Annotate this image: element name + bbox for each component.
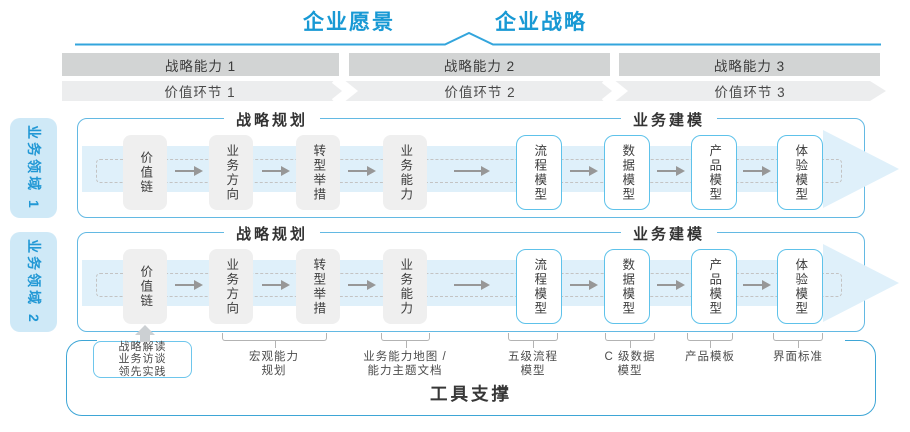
flow-arrow	[175, 280, 203, 290]
dashed-track	[96, 273, 842, 297]
planning-title: 战略规划	[223, 109, 321, 130]
flow-arrow	[262, 166, 290, 176]
capability-segment-3: 战略能力 3	[619, 53, 880, 76]
planning-title: 战略规划	[223, 223, 321, 244]
tool-support-container: 工具支撑	[66, 339, 876, 416]
annotation-data-model: C 级数据模型	[604, 351, 656, 377]
bracket-process-model	[508, 333, 558, 348]
vision-title: 企业愿景	[303, 11, 395, 34]
bracket-product-template	[687, 333, 733, 348]
annotation-capability-map: 业务能力地图 /能力主题文档	[363, 351, 447, 377]
flow-arrow	[175, 166, 203, 176]
domain-label-2: 业务领域 2	[10, 232, 57, 332]
tool-support-title: 工具支撑	[430, 384, 512, 404]
box-data-model: 数据模型	[604, 249, 650, 324]
domain-label-2-text: 业务领域 2	[25, 239, 42, 325]
box-business-direction: 业务方向	[209, 135, 253, 210]
flow-arrow	[743, 166, 771, 176]
practice-line: 领先实践	[118, 365, 167, 378]
value-segment-1: 价值环节 1	[164, 85, 236, 100]
flow-arrow	[262, 280, 290, 290]
annotation-macro-capability: 宏观能力规划	[249, 351, 299, 377]
flow-arrow	[743, 280, 771, 290]
box-process-model: 流程模型	[516, 135, 562, 210]
practice-box: 战略解读 业务访谈 领先实践	[93, 341, 192, 378]
box-business-direction: 业务方向	[209, 249, 253, 324]
value-chevron-band	[62, 81, 886, 101]
flow-arrow	[454, 166, 490, 176]
flow-arrow	[454, 280, 490, 290]
flow-arrow	[657, 166, 685, 176]
modeling-title: 业务建模	[620, 109, 718, 130]
annotation-product-template: 产品模板	[685, 351, 735, 363]
flow-arrow	[570, 280, 598, 290]
box-experience-model: 体验模型	[777, 249, 823, 324]
box-transformation-initiative: 转型举措	[296, 135, 340, 210]
bracket-macro-capability	[222, 333, 327, 348]
box-experience-model: 体验模型	[777, 135, 823, 210]
domain-label-1: 业务领域 1	[10, 118, 57, 218]
annotation-ui-standard: 界面标准	[773, 351, 823, 363]
box-value-chain: 价值链	[123, 249, 167, 324]
box-data-model: 数据模型	[604, 135, 650, 210]
value-segment-2: 价值环节 2	[444, 85, 516, 100]
domain-panel-1: 战略规划 业务建模 价值链 业务方向 转型举措 业务能力 流程模型 数据模型 产…	[77, 109, 899, 218]
flow-arrow	[348, 166, 376, 176]
modeling-title: 业务建模	[620, 223, 718, 244]
box-product-model: 产品模型	[691, 135, 737, 210]
flow-arrow	[657, 280, 685, 290]
box-business-capability: 业务能力	[383, 135, 427, 210]
capability-segment-2: 战略能力 2	[349, 53, 610, 76]
box-business-capability: 业务能力	[383, 249, 427, 324]
value-segment-3: 价值环节 3	[714, 85, 786, 100]
strategy-title: 企业战略	[495, 11, 587, 34]
practice-line: 战略解读	[118, 341, 167, 354]
bracket-capability-map	[381, 333, 430, 348]
box-product-model: 产品模型	[691, 249, 737, 324]
flow-arrow-head	[823, 130, 899, 208]
capability-segment-1: 战略能力 1	[62, 53, 339, 76]
vision-peak-line	[75, 31, 881, 46]
flow-arrow-head	[823, 244, 899, 322]
domain-label-1-text: 业务领域 1	[25, 125, 42, 211]
flow-arrow	[570, 166, 598, 176]
practice-line: 业务访谈	[118, 353, 167, 366]
box-transformation-initiative: 转型举措	[296, 249, 340, 324]
header: 企业愿景 企业战略	[0, 6, 890, 36]
up-arrow-icon	[135, 325, 155, 335]
box-value-chain: 价值链	[123, 135, 167, 210]
up-arrow-shaft	[140, 334, 150, 342]
domain-panel-2: 战略规划 业务建模 价值链 业务方向 转型举措 业务能力 流程模型 数据模型 产…	[77, 223, 899, 332]
annotation-process-model: 五级流程模型	[508, 351, 558, 377]
bracket-data-model	[605, 333, 655, 348]
box-process-model: 流程模型	[516, 249, 562, 324]
dashed-track	[96, 159, 842, 183]
flow-arrow	[348, 280, 376, 290]
bracket-ui-standard	[773, 333, 823, 348]
